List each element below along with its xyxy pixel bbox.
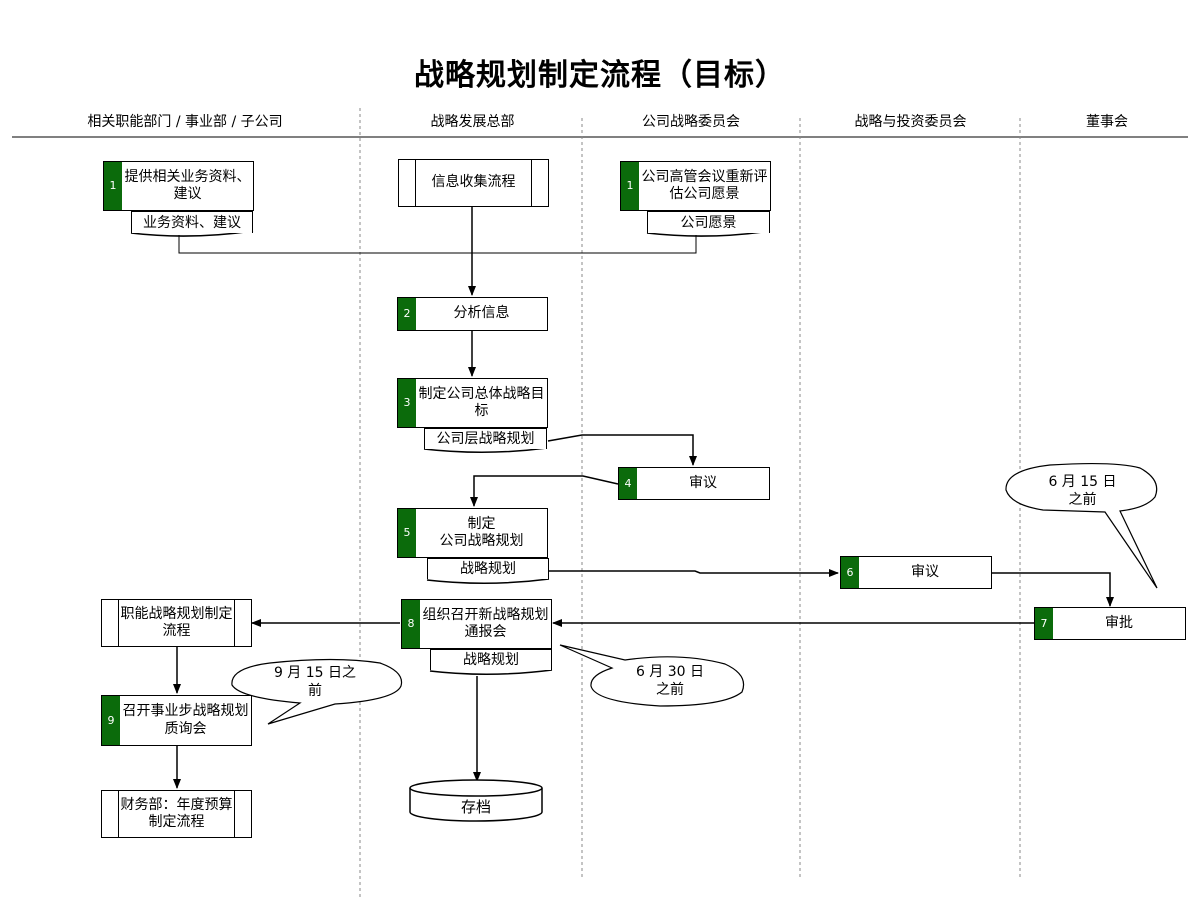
step-number-badge: 3 xyxy=(398,379,416,427)
step-number-badge: 4 xyxy=(619,468,637,499)
subprocess-functional-strategy[interactable]: 职能战略规划制定流程 xyxy=(101,599,252,647)
step-3-set-goals[interactable]: 3 制定公司总体战略目标 xyxy=(397,378,548,428)
connector xyxy=(547,434,697,466)
connector xyxy=(548,569,839,577)
subprocess-finance-budget[interactable]: 财务部：年度预算制定流程 xyxy=(101,790,252,838)
callout-bubble xyxy=(559,644,745,707)
step-label: 制定公司总体战略目标 xyxy=(418,385,545,420)
deadline-callout-june-15: 6 月 15 日 之前 xyxy=(1048,474,1117,508)
step-4-review[interactable]: 4 审议 xyxy=(618,467,770,500)
doc-wave xyxy=(429,669,553,675)
archive-cylinder xyxy=(409,779,543,822)
connector xyxy=(470,475,619,507)
callout-bubble xyxy=(1005,462,1158,589)
deadline-callout-sept-15: 9 月 15 日之 前 xyxy=(273,665,357,699)
lane-header-board: 董事会 xyxy=(1086,114,1128,130)
subprocess-info-collection[interactable]: 信息收集流程 xyxy=(398,159,549,207)
connector xyxy=(178,235,472,254)
page-title: 战略规划制定流程（目标） xyxy=(414,58,786,93)
document-company-vision: 公司愿景 xyxy=(647,211,770,233)
step-label: 组织召开新战略规划通报会 xyxy=(422,606,549,641)
step-number-badge: 1 xyxy=(104,162,122,210)
step-5-draft-plan[interactable]: 5 制定 公司战略规划 xyxy=(397,508,548,558)
connector xyxy=(991,572,1114,607)
step-1-provide-materials[interactable]: 1 提供相关业务资料、建议 xyxy=(103,161,254,211)
step-label: 审批 xyxy=(1105,614,1133,631)
step-2-analyze-info[interactable]: 2 分析信息 xyxy=(397,297,548,331)
lane-header-investment-committee: 战略与投资委员会 xyxy=(854,114,967,130)
connector xyxy=(472,235,697,254)
lane-header-departments: 相关职能部门 / 事业部 / 子公司 xyxy=(87,114,283,130)
step-8-announce-plan[interactable]: 8 组织召开新战略规划通报会 xyxy=(401,599,552,649)
document-strategy-plan: 战略规划 xyxy=(430,649,552,670)
step-number-badge: 7 xyxy=(1035,608,1053,639)
step-1-reassess-vision[interactable]: 1 公司高管会议重新评估公司愿景 xyxy=(620,161,771,211)
doc-wave xyxy=(426,578,550,584)
step-number-badge: 8 xyxy=(402,600,420,648)
archive-label: 存档 xyxy=(460,798,491,816)
step-6-review[interactable]: 6 审议 xyxy=(840,556,992,589)
document-strategy-plan: 战略规划 xyxy=(427,558,549,579)
step-number-badge: 6 xyxy=(841,557,859,588)
step-label: 制定 公司战略规划 xyxy=(439,515,524,550)
step-number-badge: 1 xyxy=(621,162,639,210)
document-business-materials: 业务资料、建议 xyxy=(131,211,253,233)
step-label: 审议 xyxy=(911,563,939,580)
step-label: 审议 xyxy=(689,474,717,491)
lane-header-strategy-dept: 战略发展总部 xyxy=(430,114,515,130)
deadline-callout-june-30: 6 月 30 日 之前 xyxy=(635,664,705,698)
step-9-review-meeting[interactable]: 9 召开事业步战略规划质询会 xyxy=(101,695,252,746)
step-label: 提供相关业务资料、建议 xyxy=(124,168,251,203)
document-corporate-plan: 公司层战略规划 xyxy=(424,428,547,449)
step-7-approve[interactable]: 7 审批 xyxy=(1034,607,1186,640)
step-label: 召开事业步战略规划质询会 xyxy=(122,703,249,737)
lane-header-strategy-committee: 公司战略委员会 xyxy=(642,114,740,130)
step-number-badge: 5 xyxy=(398,509,416,557)
doc-wave xyxy=(423,447,548,453)
step-label: 分析信息 xyxy=(453,305,510,322)
step-number-badge: 9 xyxy=(102,696,120,745)
step-number-badge: 2 xyxy=(398,298,416,330)
step-label: 公司高管会议重新评估公司愿景 xyxy=(641,168,768,203)
callout-bubble xyxy=(231,658,403,725)
